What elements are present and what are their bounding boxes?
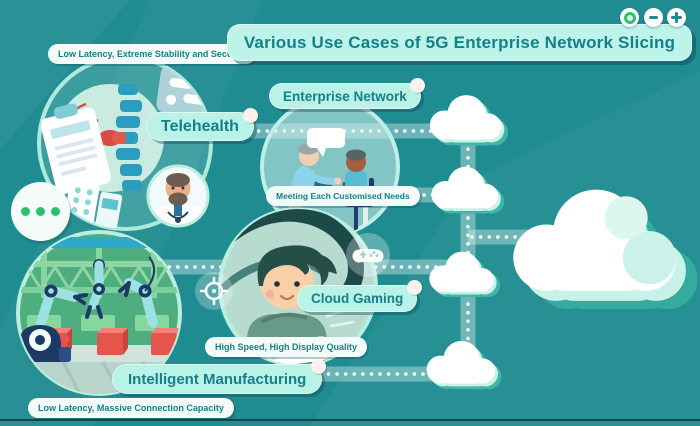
add-button[interactable]: [667, 8, 686, 27]
telehealth-label-text: Telehealth: [161, 117, 239, 135]
robot-arm-icon: [85, 259, 105, 319]
green-dot-icon: [623, 11, 636, 24]
telehealth-label[interactable]: Telehealth: [146, 108, 258, 141]
ellipsis-dot: [21, 207, 30, 216]
label-pin-dot: [409, 78, 425, 93]
page-title-text: Various Use Cases of 5G Enterprise Netwo…: [243, 32, 676, 52]
ellipsis-dot: [36, 207, 45, 216]
crosshair-icon: [195, 272, 233, 310]
cloud-gaming-label[interactable]: Cloud Gaming: [297, 280, 423, 312]
minimize-button[interactable]: [644, 8, 663, 27]
robot-arm-icon: [36, 284, 88, 328]
intelligent-manufacturing-caption: Low Latency, Massive Connection Capacity: [28, 398, 234, 418]
record-button[interactable]: [620, 8, 639, 27]
hair: [257, 245, 329, 286]
more-options-button[interactable]: [11, 182, 70, 241]
cargo-box-icon: [97, 328, 128, 355]
hub-cloud-icon: [513, 189, 698, 310]
telehealth-illustration: [37, 55, 213, 231]
spine-xray-icon: [114, 84, 142, 191]
bottom-divider: [0, 419, 700, 421]
clipboard-icon: [40, 103, 112, 195]
page-title: Various Use Cases of 5G Enterprise Netwo…: [227, 24, 692, 61]
enterprise-network-label-text: Enterprise Network: [283, 88, 407, 104]
minus-icon: [649, 16, 658, 19]
speech-bubble-icon: [307, 128, 345, 157]
label-pin-dot: [242, 108, 258, 123]
intelligent-manufacturing-label[interactable]: Intelligent Manufacturing: [112, 359, 327, 394]
enterprise-network-label[interactable]: Enterprise Network: [269, 78, 425, 109]
gamepad-icon: [346, 233, 390, 277]
cloud-gaming-caption: High Speed, High Display Quality: [205, 337, 368, 357]
label-pin-dot: [407, 280, 423, 295]
enterprise-network-caption: Meeting Each Customised Needs: [266, 186, 420, 206]
label-pin-dot: [311, 359, 327, 374]
intelligent-manufacturing-label-text: Intelligent Manufacturing: [128, 370, 307, 388]
ellipsis-dot: [51, 207, 60, 216]
cargo-box-icon: [151, 328, 180, 355]
machine-icon: [19, 325, 71, 362]
robot-arm-icon: [118, 256, 158, 328]
telehealth-caption: Low Latency, Extreme Stability and Secur…: [48, 44, 257, 64]
plus-icon: [671, 12, 682, 23]
cloud-gaming-label-text: Cloud Gaming: [311, 291, 404, 306]
